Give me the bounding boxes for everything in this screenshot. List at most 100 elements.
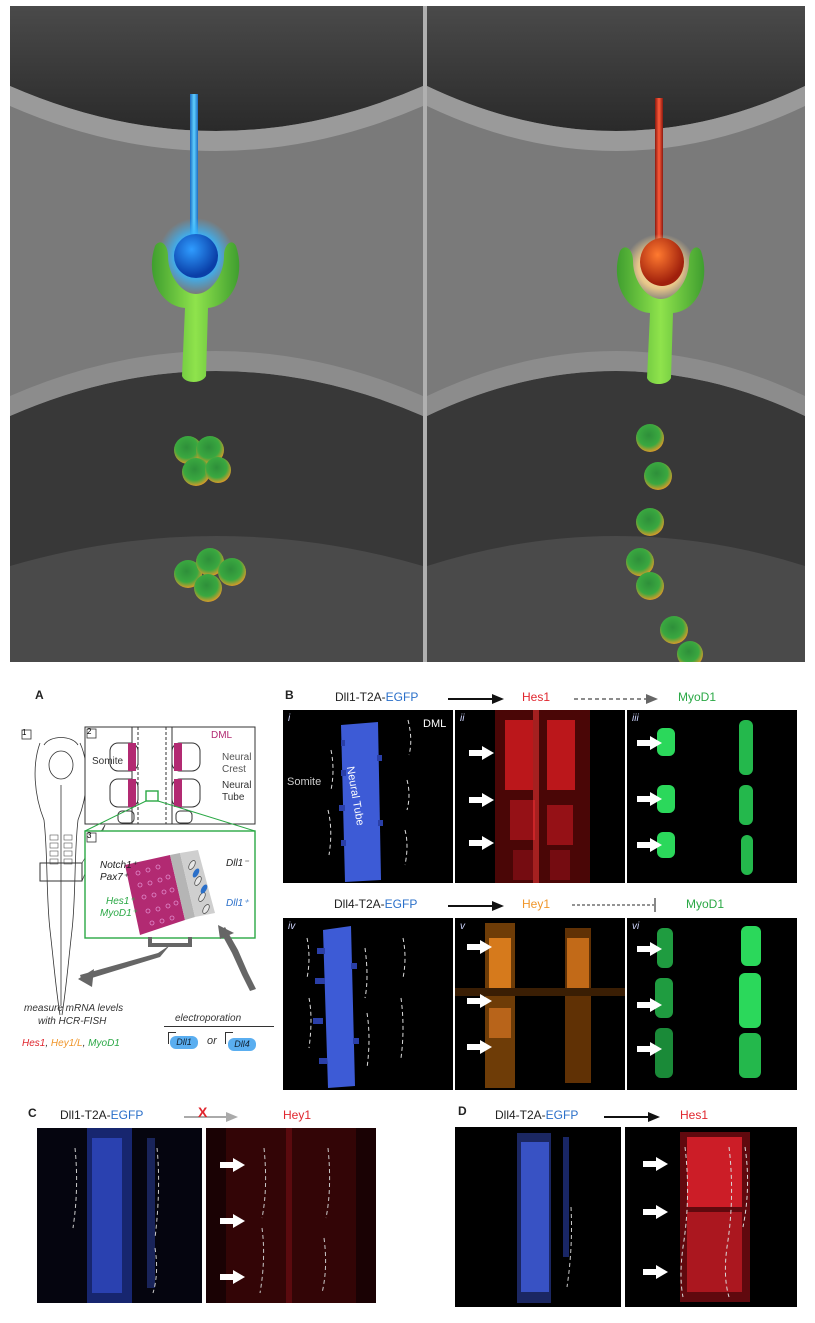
row1-arrow-dashed — [574, 694, 658, 704]
dll1-construct-chip: Dll1 — [170, 1036, 198, 1049]
marker-hes1: Hes1 — [22, 1038, 46, 1049]
white-arrow — [220, 1158, 246, 1172]
panel-c-construct: Dll1-T2A-EGFP — [60, 1108, 143, 1122]
embryo-outline — [34, 737, 87, 1016]
panel-c-cross: X — [198, 1104, 208, 1120]
notch1-label: Notch1⁺ — [100, 860, 137, 871]
promoter-hook-2 — [225, 1032, 233, 1033]
white-arrow — [469, 836, 495, 850]
white-arrow — [643, 1205, 669, 1219]
neural-crest-label-1: Neural — [222, 752, 252, 763]
subpanel-iii: iii — [632, 713, 639, 724]
marker-sep-1: , — [45, 1038, 51, 1049]
panel-d-construct-name: Dll4-T2A- — [495, 1108, 546, 1122]
panel-d-reporter: EGFP — [545, 1108, 579, 1122]
white-arrow — [467, 994, 493, 1008]
row2-construct-name: Dll4-T2A- — [334, 897, 385, 911]
hes1-pos-label: Hes1⁺ — [106, 896, 135, 907]
neural-tube-label-1: Neural — [222, 780, 252, 791]
panel-c-divider — [202, 1128, 206, 1303]
marker-sep-2: , — [82, 1038, 89, 1049]
micrograph-v: v — [455, 918, 625, 1090]
dml-image-label: DML — [423, 718, 447, 730]
white-arrow — [469, 746, 495, 760]
micrograph-iii: iii — [627, 710, 797, 883]
panel-b-letter: B — [285, 688, 294, 702]
marker-myod1: MyoD1 — [88, 1038, 120, 1049]
somite-image-label: Somite — [287, 776, 322, 788]
row2-reporter: EGFP — [384, 897, 418, 911]
row2-construct: Dll4-T2A-EGFP — [334, 897, 417, 911]
electroporation-bar — [164, 1026, 274, 1027]
promoter-line-1 — [168, 1032, 169, 1044]
measure-label-1: measure mRNA levels — [24, 1003, 124, 1014]
micrograph-iv: iv — [283, 918, 453, 1090]
subpanel-v: v — [460, 921, 465, 932]
row1-target2: MyoD1 — [678, 690, 717, 704]
panel-d-divider — [621, 1127, 625, 1307]
myod1-pos-label: MyoD1⁺ — [100, 908, 137, 919]
pax7-label: Pax7⁺ — [100, 872, 129, 883]
micrograph-vi: vi — [627, 918, 797, 1090]
row2-target2: MyoD1 — [686, 897, 725, 911]
panel-c-construct-name: Dll1-T2A- — [60, 1108, 111, 1122]
box-number-1: 1 — [22, 728, 27, 737]
dll1-pos-label: Dll1⁺ — [226, 898, 249, 909]
somite-label: Somite — [92, 756, 124, 767]
marker-list: Hes1, Hey1/L, MyoD1 — [22, 1038, 120, 1049]
subpanel-ii: ii — [460, 713, 465, 724]
panel-a-diagram — [21, 726, 256, 1016]
white-arrow — [467, 1040, 493, 1054]
white-arrow — [637, 736, 663, 750]
micrograph-d-right — [625, 1127, 797, 1307]
row2-inhibition-dashed — [572, 898, 656, 912]
white-arrow — [637, 838, 663, 852]
panel-a-letter: A — [35, 688, 44, 702]
micrograph-ii: ii — [455, 710, 625, 883]
marker-hey1: Hey1/L — [50, 1038, 83, 1049]
white-arrow — [220, 1214, 246, 1228]
row2-target1: Hey1 — [522, 897, 551, 911]
measure-label-2: with HCR-FISH — [38, 1016, 107, 1027]
white-arrow — [467, 940, 493, 954]
neural-tube-label-2: Tube — [222, 792, 245, 803]
row1-construct: Dll1-T2A-EGFP — [335, 690, 418, 704]
dll1-neg-label: Dll1⁻ — [226, 858, 249, 869]
white-arrow — [637, 1042, 663, 1056]
white-arrow — [643, 1265, 669, 1279]
promoter-line-2 — [225, 1032, 226, 1044]
subpanel-iv: iv — [288, 921, 296, 932]
right-scene — [427, 6, 805, 662]
row1-reporter: EGFP — [385, 690, 419, 704]
micrograph-c-left — [37, 1128, 202, 1303]
dll4-construct-chip: Dll4 — [228, 1038, 256, 1051]
subpanel-i: i — [288, 713, 291, 724]
row1-target1: Hes1 — [522, 690, 551, 704]
panel-c-reporter: EGFP — [110, 1108, 144, 1122]
panel-c-arrow — [184, 1112, 238, 1122]
panel-d-target: Hes1 — [680, 1108, 709, 1122]
white-arrow — [469, 793, 495, 807]
promoter-hook-1 — [168, 1032, 176, 1033]
micrograph-d-left — [455, 1127, 621, 1307]
row1-arrow-solid — [448, 694, 504, 704]
box-number-3: 3 — [87, 831, 92, 840]
row2-arrow-solid — [448, 901, 504, 911]
micrograph-c-right — [206, 1128, 376, 1303]
panel-c-letter: C — [28, 1106, 37, 1120]
panel-c-target: Hey1 — [283, 1108, 312, 1122]
panel-d-construct: Dll4-T2A-EGFP — [495, 1108, 578, 1122]
neural-crest-label-2: Crest — [222, 764, 246, 775]
left-scene — [10, 6, 423, 662]
dml-label: DML — [211, 730, 233, 741]
electroporation-label: electroporation — [175, 1013, 242, 1024]
micrograph-i: i DML Somite Neural Tube — [283, 710, 453, 883]
panel-d-arrow — [604, 1112, 660, 1122]
white-arrow — [637, 792, 663, 806]
box-number-2: 2 — [87, 727, 92, 736]
top-illustration — [10, 6, 805, 662]
white-arrow — [643, 1157, 669, 1171]
subpanel-vi: vi — [632, 921, 640, 932]
row1-construct-name: Dll1-T2A- — [335, 690, 386, 704]
or-label: or — [207, 1035, 217, 1047]
